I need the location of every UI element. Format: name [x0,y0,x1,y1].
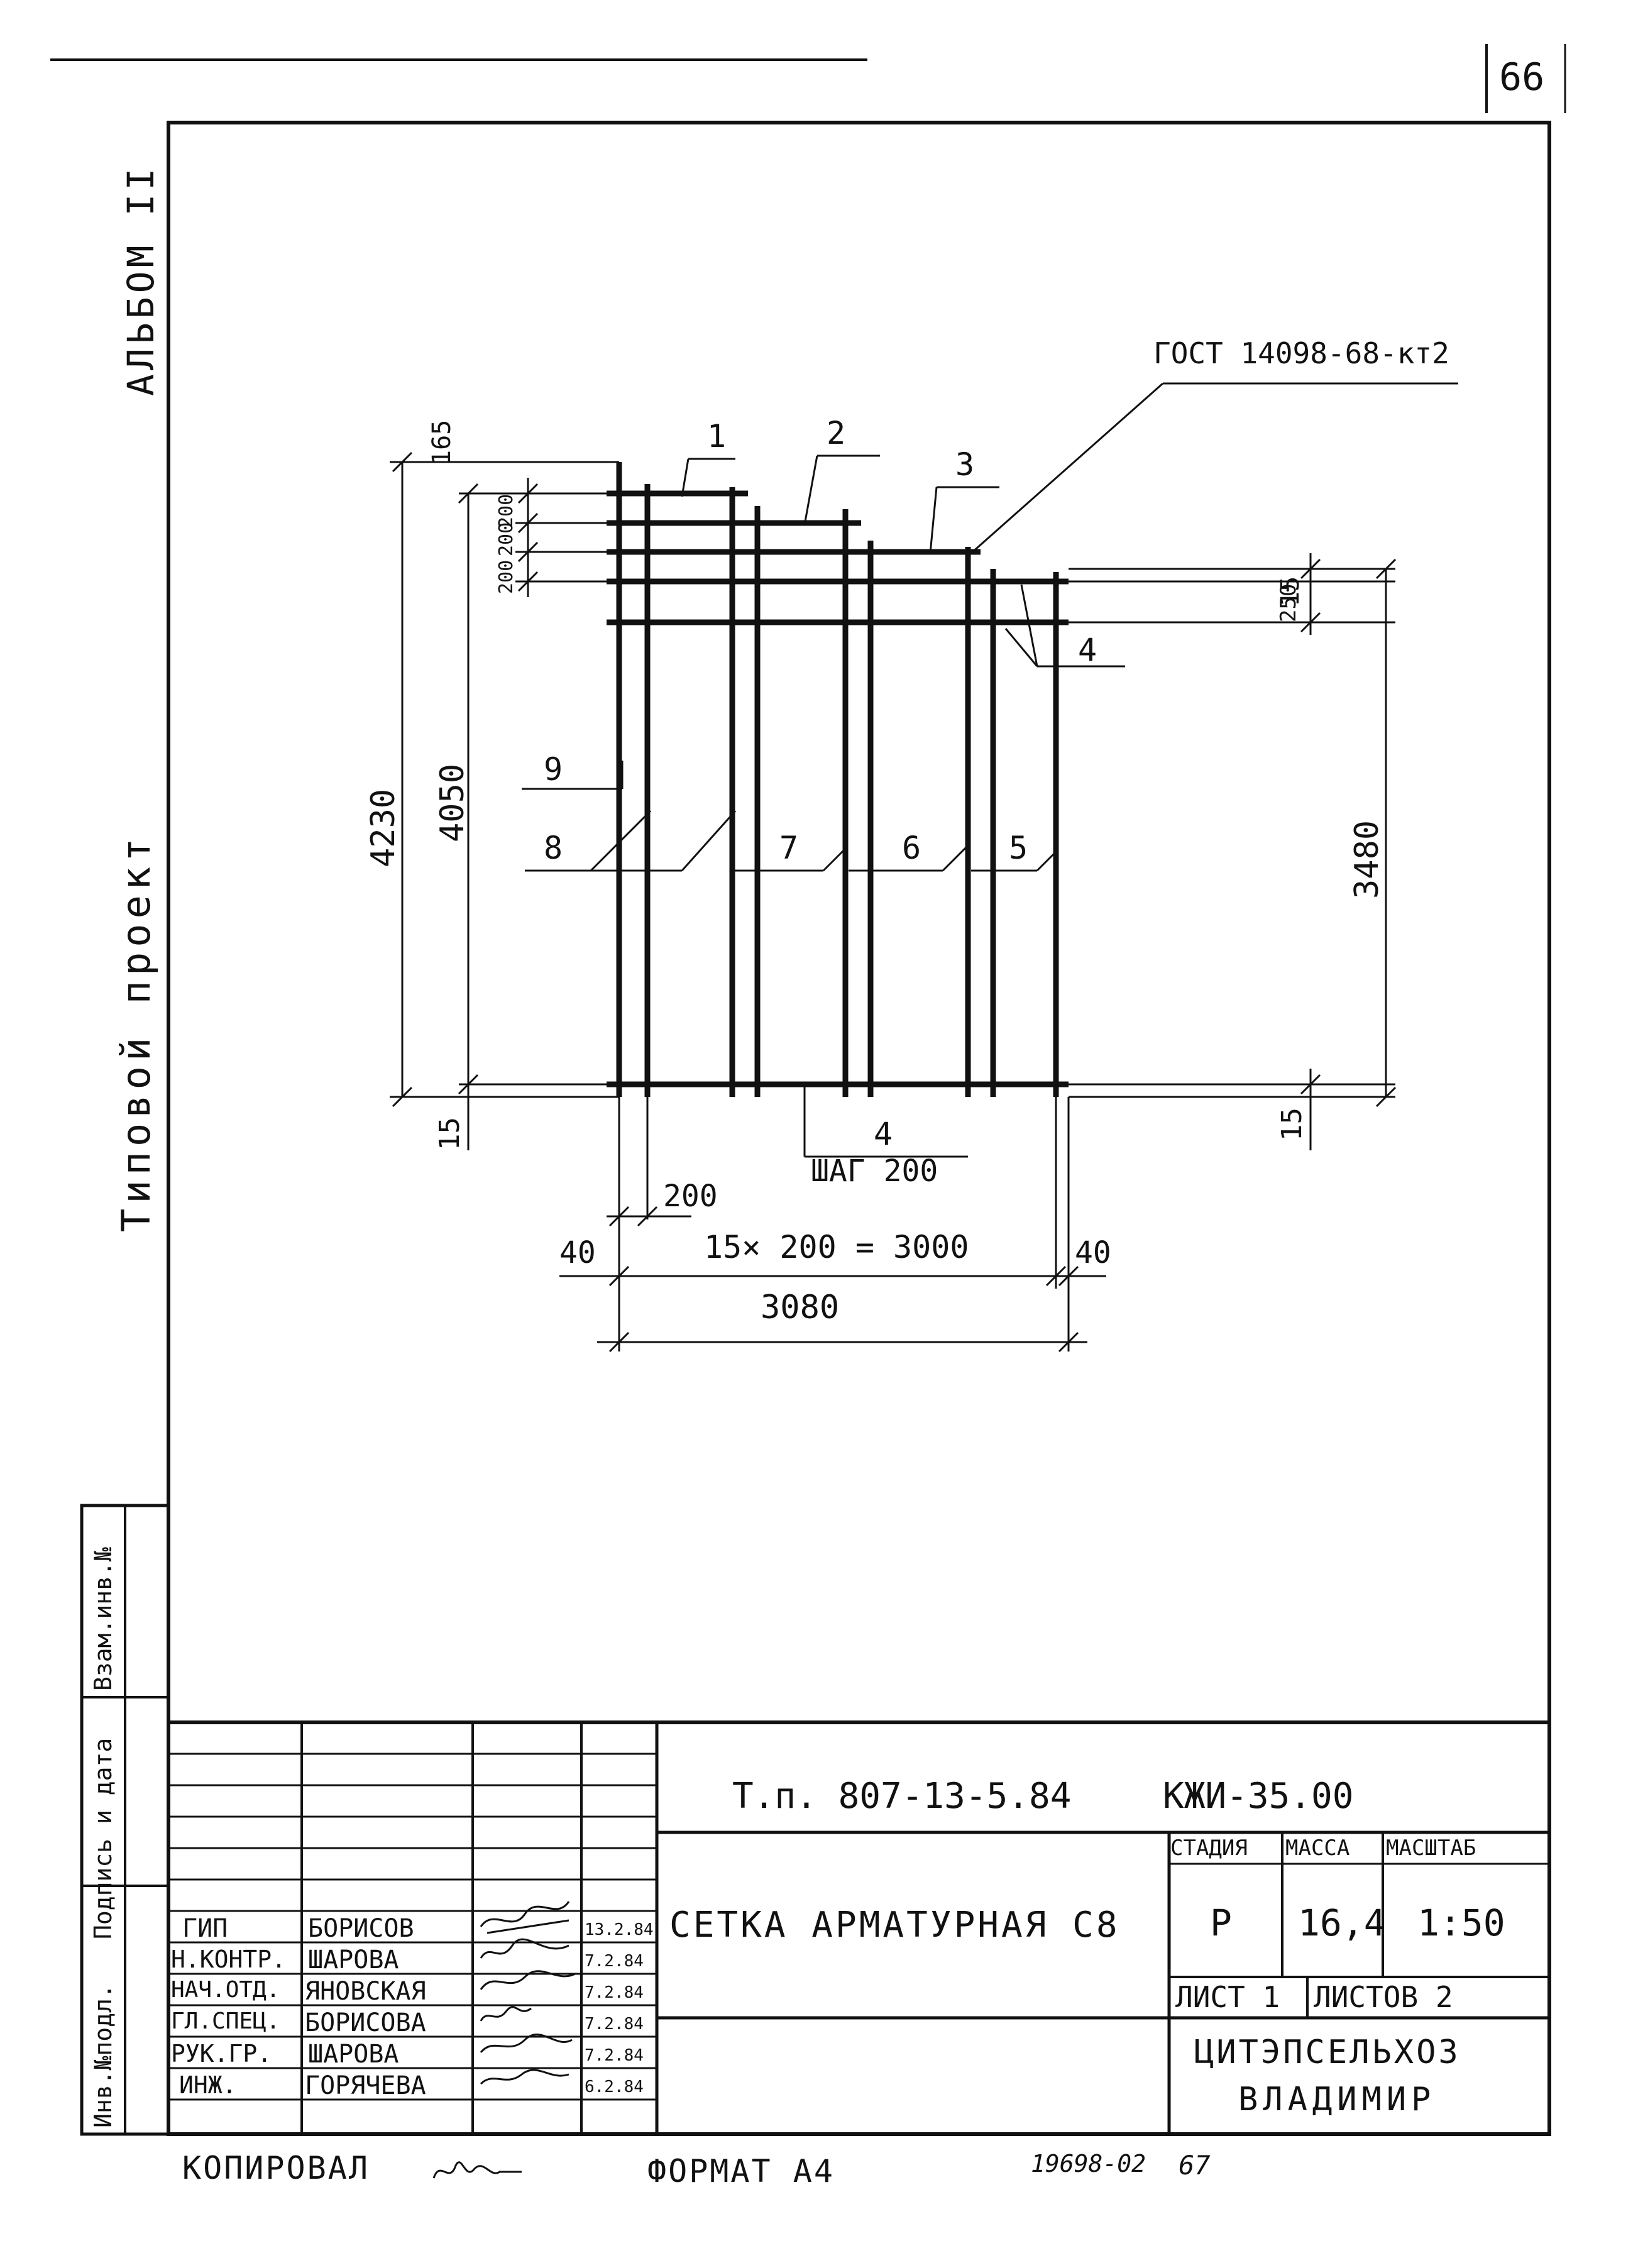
step-label: ШАГ 200 [811,1153,938,1189]
row-date: 7.2.84 [585,1983,644,2002]
callout-6: 6 [902,830,921,866]
title-block-grid [168,1720,1549,2134]
signatures [480,1901,576,2085]
row-role: НАЧ.ОТД. [171,1977,280,2003]
row-name: ГОРЯЧЕВА [305,2071,426,2100]
drawing-frame [167,121,1551,2136]
sheets-label: ЛИСТОВ 2 [1314,1980,1453,2014]
row-date: 7.2.84 [585,2046,644,2065]
header-mass: МАССА [1285,1836,1350,1861]
dim-200-c: 200 [495,559,517,594]
dim-40-left: 40 [559,1235,596,1270]
gost-note: ГОСТ 14098-68-кт2 [1153,336,1449,370]
dim-40-right: 40 [1075,1235,1111,1270]
org-line-1: ЦИТЭПСЕЛЬХОЗ [1194,2034,1461,2071]
inv-podl-label: Инв.№подл. [89,1984,117,2128]
row-role: ИНЖ. [179,2071,237,2099]
dim-4050: 4050 [434,763,471,842]
scale-value: 1:50 [1417,1902,1505,1944]
row-name: ЯНОВСКАЯ [305,1977,426,2006]
sheet-number: 66 [1499,55,1545,99]
callout-1: 1 [707,418,727,454]
dim-200-bottom: 200 [663,1179,718,1214]
project-label: Типовой проект [113,833,159,1232]
callout-5: 5 [1009,830,1028,866]
row-date: 7.2.84 [585,2015,644,2034]
row-role: ГИП [182,1914,228,1943]
row-role: Н.КОНТР. [171,1946,287,1973]
dim-3480: 3480 [1348,820,1386,899]
row-role: РУК.ГР. [171,2040,272,2067]
row-date: 6.2.84 [585,2078,644,2096]
dim-200-b: 200 [495,522,517,556]
callout-4: 4 [1078,632,1097,668]
copied-label: КОПИРОВАЛ [182,2150,370,2186]
podpis-data-label: Подпись и дата [89,1737,117,1939]
doc-mark: КЖИ-35.00 [1163,1776,1354,1817]
dim-15-right-bottom: 15 [1276,1108,1308,1141]
row-date: 13.2.84 [585,1920,654,1939]
format-label: ФОРМАТ А4 [647,2153,835,2189]
dim-165: 165 [427,419,456,465]
dim-4230: 4230 [365,788,402,867]
row-name: БОРИСОВ [308,1914,414,1943]
album-label: АЛЬБОМ II [119,164,162,396]
ref-number: 19698-02 [1031,2150,1146,2177]
mesh [607,462,1069,1097]
row-role: ГЛ.СПЕЦ. [171,2008,280,2034]
header-scale: МАСШТАБ [1386,1836,1476,1861]
callout-3: 3 [955,446,975,483]
row-date: 7.2.84 [585,1952,644,1971]
dim-15x200: 15× 200 = 3000 [704,1229,969,1265]
row-name: ШАРОВА [308,2040,399,2069]
callout-8: 8 [544,830,563,866]
copier-signature [432,2161,522,2179]
callout-7: 7 [779,830,799,866]
stage-value: Р [1210,1902,1232,1944]
dim-3080: 3080 [761,1289,840,1326]
callout-bottom-4: 4 [874,1116,893,1152]
row-name: ШАРОВА [308,1946,399,1974]
header-stage: СТАДИЯ [1170,1836,1248,1861]
dim-15-left: 15 [434,1117,466,1150]
drawing-title: СЕТКА АРМАТУРНАЯ С8 [669,1905,1120,1946]
mass-value: 16,4 [1298,1902,1386,1944]
callout-2: 2 [827,415,846,451]
vzam-inv-label: Взам.инв.№ [89,1547,117,1691]
page-number: 67 [1179,2150,1211,2181]
row-name: БОРИСОВА [305,2008,426,2037]
doc-code: Т.п. 807-13-5.84 [732,1776,1072,1817]
sheet-label: ЛИСТ 1 [1175,1980,1280,2014]
dim-250: 250 [1276,583,1301,622]
callout-9: 9 [544,751,563,788]
org-line-2: ВЛАДИМИР [1238,2081,1436,2118]
dimension-lines [390,382,1458,1353]
